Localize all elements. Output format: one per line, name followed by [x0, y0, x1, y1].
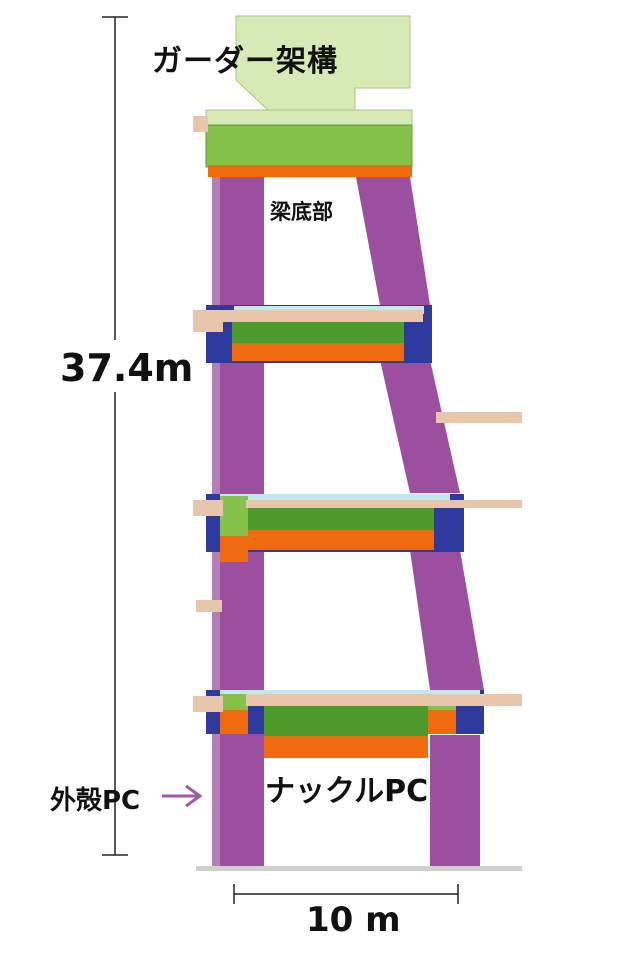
beam-bottom-label: 梁底部: [270, 200, 333, 224]
width-label: 10 m: [306, 900, 401, 940]
arrow-right-icon: [162, 784, 203, 808]
right-column: [356, 177, 484, 867]
width-dimension: [233, 884, 459, 904]
side-brackets: [196, 412, 522, 612]
floor-level-3: [193, 690, 522, 758]
knuckle-pc-label: ナックルPC: [265, 774, 429, 809]
floor-level-2: [193, 494, 522, 562]
height-label: 37.4m: [60, 346, 194, 390]
girder-frame: [193, 15, 413, 177]
ground-line: [196, 866, 522, 871]
floor-level-1: [193, 305, 432, 363]
outer-shell-pc-label: 外殻PC: [50, 786, 141, 816]
girder-frame-label: ガーダー架構: [152, 44, 338, 79]
height-dimension: [102, 16, 128, 856]
